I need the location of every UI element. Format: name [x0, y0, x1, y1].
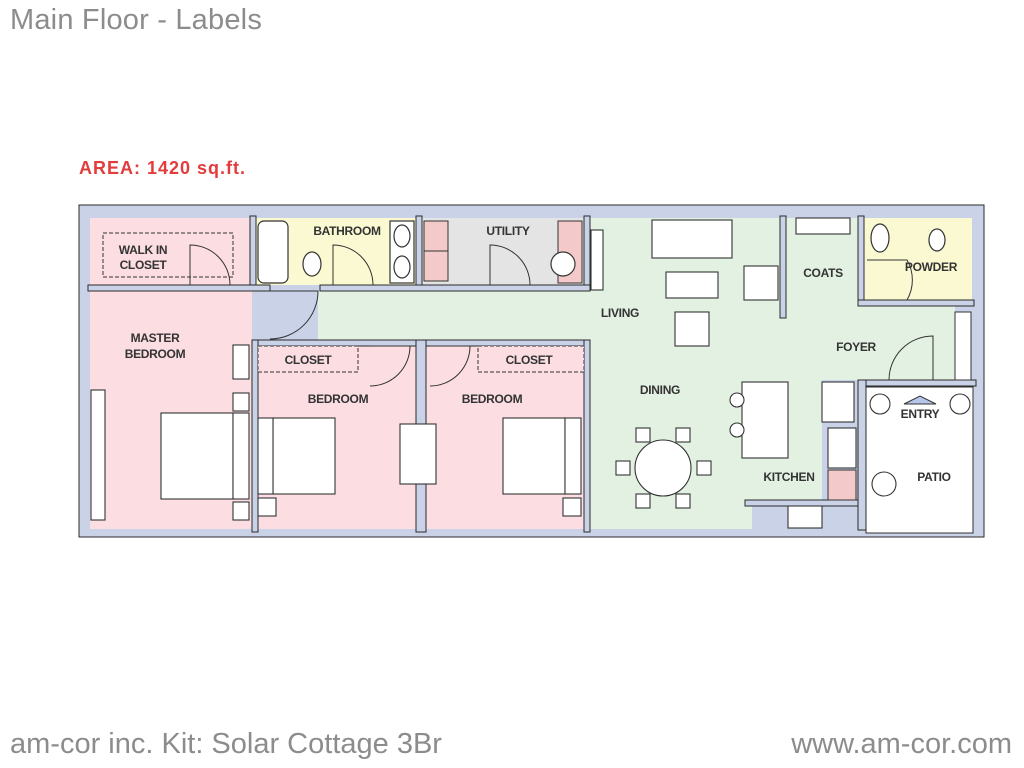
bathtub — [257, 220, 289, 284]
website-link[interactable]: www.am-cor.com — [791, 728, 1012, 760]
label-powder: POWDER — [905, 260, 958, 274]
label-bathroom: BATHROOM — [313, 224, 381, 238]
wall — [779, 215, 787, 319]
bed — [272, 417, 336, 495]
master-bed — [160, 412, 234, 500]
label-coats: COATS — [803, 266, 843, 280]
wall — [87, 284, 271, 292]
label-patio: PATIO — [917, 470, 950, 484]
sofa — [651, 219, 733, 259]
stool — [729, 392, 745, 408]
master-door[interactable] — [269, 290, 319, 340]
label-walk-in-closet: CLOSET — [120, 258, 168, 272]
front-door[interactable] — [888, 335, 934, 381]
chair — [635, 493, 651, 509]
patio-chair-icon — [871, 471, 897, 497]
counter — [827, 427, 857, 469]
label-kitchen: KITCHEN — [763, 470, 814, 484]
chair — [675, 427, 691, 443]
walk-in-door[interactable] — [189, 244, 231, 286]
bathroom-door[interactable] — [332, 244, 374, 286]
tv-console — [590, 229, 604, 291]
plant-icon — [869, 393, 891, 415]
powder-sink — [870, 223, 890, 253]
walk-in-rack — [102, 232, 234, 278]
chair — [696, 460, 712, 476]
dresser — [232, 344, 250, 380]
powder-toilet — [928, 228, 946, 252]
wall — [583, 215, 591, 292]
nightstand — [232, 501, 250, 521]
kitchen-sink — [787, 505, 823, 529]
desk — [399, 423, 437, 485]
stool — [729, 422, 745, 438]
wall — [583, 339, 591, 533]
dryer — [423, 220, 449, 252]
closet-2-rack — [477, 345, 585, 373]
bed-headboard — [564, 417, 582, 495]
chair — [675, 493, 691, 509]
wall — [415, 215, 423, 292]
label-foyer: FOYER — [836, 340, 876, 354]
label-living: LIVING — [601, 306, 639, 320]
fridge — [821, 381, 855, 423]
coat-bench — [795, 217, 851, 235]
nightstand — [562, 497, 582, 517]
plant-icon — [949, 393, 971, 415]
area-label: AREA: 1420 sq.ft. — [79, 158, 247, 178]
label-entry: ENTRY — [901, 407, 940, 421]
armchair — [743, 265, 779, 301]
closet-1-rack — [257, 345, 359, 373]
bed-headboard — [257, 417, 274, 495]
label-closet: CLOSET — [285, 353, 333, 367]
armchair — [674, 311, 710, 347]
coffee-table — [665, 271, 719, 299]
sink — [393, 255, 411, 279]
wall — [251, 339, 259, 533]
stove — [827, 469, 857, 501]
tank — [550, 251, 576, 277]
bedroom-1-door[interactable] — [369, 345, 411, 387]
label-closet: CLOSET — [506, 353, 554, 367]
powder-door[interactable] — [867, 259, 913, 301]
page-title: Main Floor - Labels — [10, 4, 263, 36]
master-bed-headboard — [232, 412, 250, 500]
wall — [857, 379, 867, 531]
foyer-window — [954, 311, 972, 381]
label-utility: UTILITY — [486, 224, 530, 238]
living-dining-floor — [318, 218, 955, 529]
wall — [249, 215, 257, 292]
walk-in-closet-floor — [90, 218, 250, 285]
wall — [857, 215, 865, 307]
nightstand — [232, 392, 250, 412]
bedroom-2-door[interactable] — [429, 345, 471, 387]
nightstand — [257, 497, 277, 517]
wall — [857, 299, 975, 307]
label-master-bedroom: BEDROOM — [125, 347, 186, 361]
label-dining: DINING — [640, 383, 680, 397]
entry-arrow-icon — [903, 395, 937, 405]
label-bedroom: BEDROOM — [308, 392, 369, 406]
utility-door[interactable] — [489, 244, 531, 286]
label-master-bedroom: MASTER — [131, 331, 181, 345]
sink — [393, 224, 411, 248]
label-walk-in-closet: WALK IN — [119, 243, 168, 257]
dining-table — [634, 439, 692, 497]
kit-caption: am-cor inc. Kit: Solar Cottage 3Br — [10, 728, 442, 760]
chair — [615, 460, 631, 476]
wall — [744, 499, 862, 507]
label-bedroom: BEDROOM — [462, 392, 523, 406]
bed — [502, 417, 566, 495]
dresser — [90, 389, 106, 521]
toilet — [302, 251, 322, 277]
washer — [423, 250, 449, 282]
wall — [859, 379, 977, 387]
wall — [319, 284, 591, 292]
kitchen-island — [741, 381, 789, 459]
chair — [635, 427, 651, 443]
